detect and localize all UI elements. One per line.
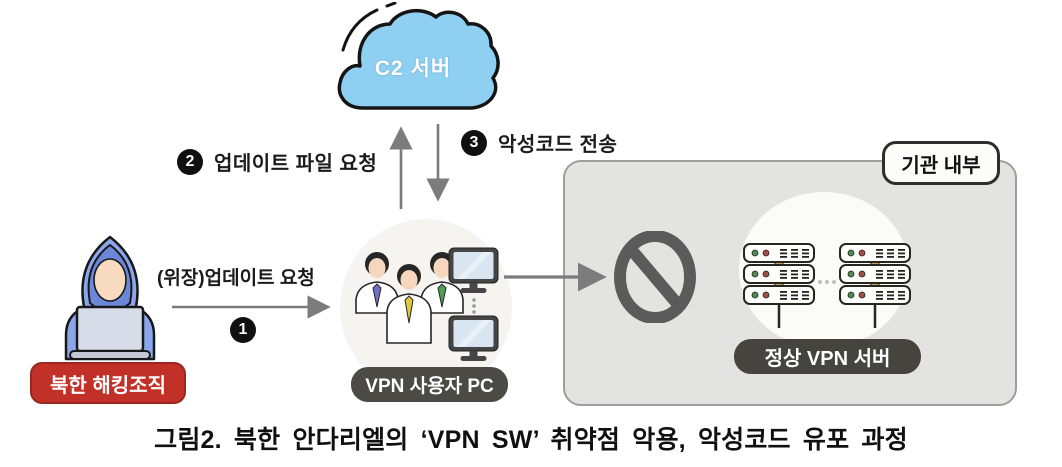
server-stack-right: [839, 243, 911, 328]
vpn-server-label: 정상 VPN 서버: [734, 339, 921, 374]
cloud-icon: [337, 1, 500, 110]
ellipsis-dots: [818, 280, 836, 284]
step1-text: (위장)업데이트 요청: [157, 268, 315, 289]
figure-caption: 그림2. 북한 안다리엘의 ‘VPN SW’ 취약점 악용, 악성코드 유포 과…: [154, 426, 908, 454]
c2-server-node: C2 서버: [333, 1, 503, 120]
prohibition-icon: [614, 230, 696, 324]
monitor-icon: [448, 247, 499, 293]
step2-text: 업데이트 파일 요청: [214, 153, 378, 175]
hacker-icon: [64, 235, 156, 361]
step3-badge: 3: [461, 129, 487, 156]
hacker-node: [50, 227, 170, 362]
server-racks: [736, 240, 918, 335]
step2-label: 2 업데이트 파일 요청: [177, 147, 377, 176]
step2-badge: 2: [177, 148, 203, 175]
step3-label: 3 악성코드 전송: [461, 128, 617, 157]
c2-server-label: C2 서버: [374, 57, 452, 80]
users-icon: [355, 252, 464, 344]
server-stack-left: [743, 243, 815, 328]
institution-label: 기관 내부: [882, 141, 1000, 185]
step3-text: 악성코드 전송: [498, 134, 618, 156]
monitor-icon: [448, 315, 499, 361]
step1-badge: 1: [230, 317, 256, 343]
user-pcs: [448, 247, 500, 362]
users-group: [352, 247, 467, 345]
server-rack-icon: [743, 243, 911, 328]
hacker-label: 북한 해킹조직: [30, 362, 186, 404]
vpn-users-label: VPN 사용자 PC: [351, 367, 508, 402]
blocked-node: [613, 230, 697, 324]
monitors-icon: [448, 247, 499, 361]
